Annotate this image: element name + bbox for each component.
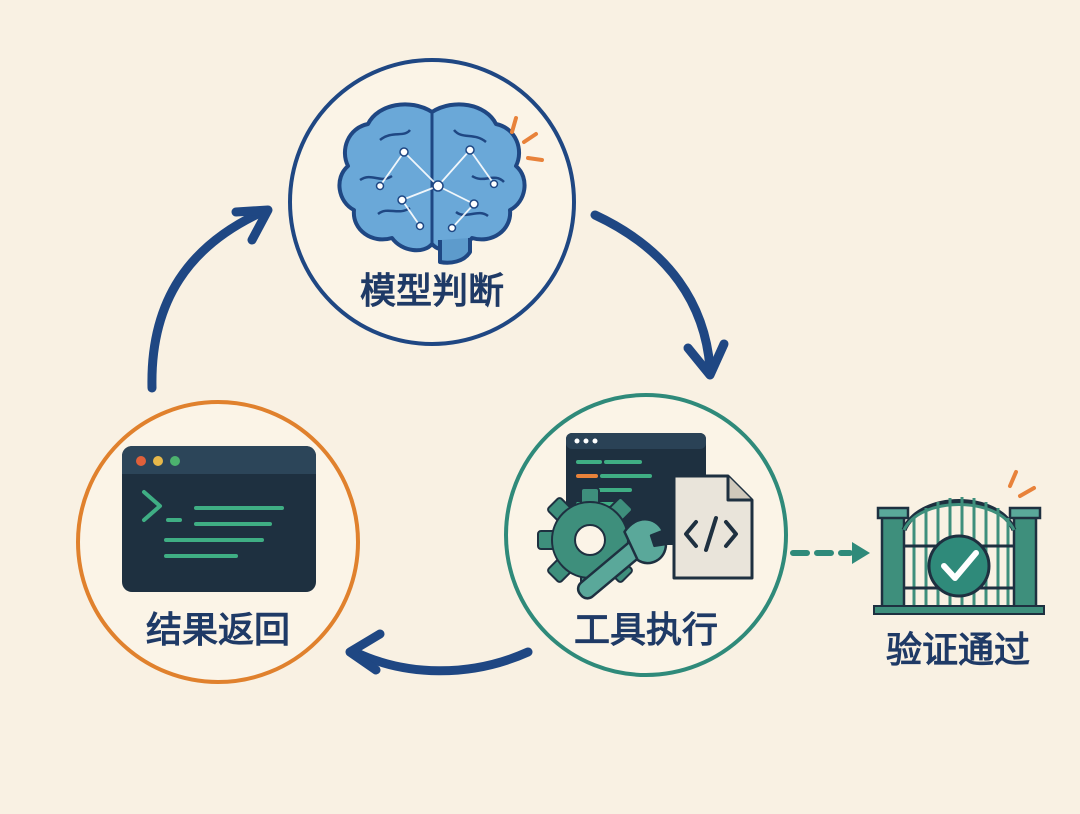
node-result-label: 结果返回 [146,610,290,651]
brain-icon [337,102,527,265]
terminal-icon [122,446,316,592]
dashed-arrow-tool-to-verify [790,542,870,564]
node-verify: 验证通过 [873,470,1045,671]
cycle-arrow-result-to-model [147,205,273,393]
spark-icon [510,116,544,162]
spark-icon [1008,470,1036,498]
node-tool: 工具执行 [504,393,788,677]
gate-check-icon [873,497,1045,615]
wrench-icon [576,518,668,600]
node-verify-label: 验证通过 [886,630,1030,671]
node-result: 结果返回 [76,400,360,684]
node-model-label: 模型判断 [360,271,504,312]
node-model: 模型判断 [288,58,576,346]
code-file-icon [672,474,754,580]
node-tool-label: 工具执行 [574,610,718,651]
cycle-arrow-model-to-tool [590,210,729,380]
cycle-arrow-tool-to-result [345,629,533,676]
